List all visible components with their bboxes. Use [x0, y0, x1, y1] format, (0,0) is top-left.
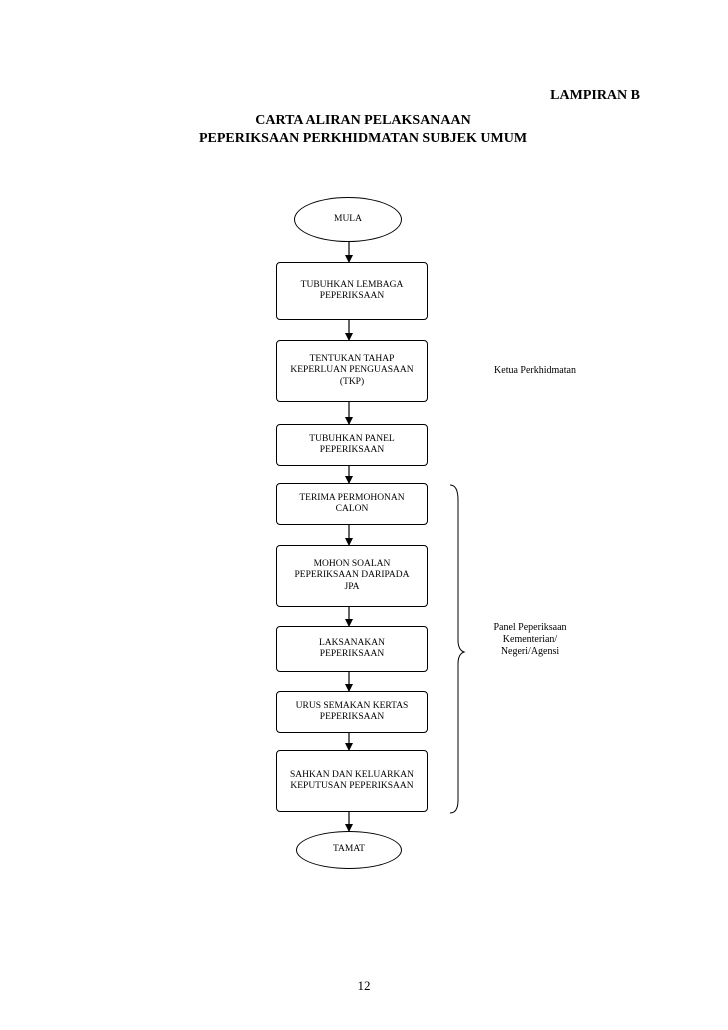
start-terminal: MULA [294, 197, 402, 242]
step-tubuhkan-lembaga: TUBUHKAN LEMBAGA PEPERIKSAAN [276, 262, 428, 320]
step-laksanakan: LAKSANAKAN PEPERIKSAAN [276, 626, 428, 672]
appendix-label: LAMPIRAN B [550, 88, 640, 103]
page-title-line-2: PEPERIKSAAN PERKHIDMATAN SUBJEK UMUM [198, 131, 528, 146]
step-terima-permohonan: TERIMA PERMOHONAN CALON [276, 483, 428, 525]
step-sahkan-keputusan: SAHKAN DAN KELUARKAN KEPUTUSAN PEPERIKSA… [276, 750, 428, 812]
responsible-label-upper: Ketua Perkhidmatan [494, 365, 576, 376]
step-mohon-soalan: MOHON SOALAN PEPERIKSAAN DARIPADA JPA [276, 545, 428, 607]
step-urus-semakan: URUS SEMAKAN KERTAS PEPERIKSAAN [276, 691, 428, 733]
step-tentukan-tkp: TENTUKAN TAHAP KEPERLUAN PENGUASAAN (TKP… [276, 340, 428, 402]
end-terminal: TAMAT [296, 831, 402, 869]
page-title-line-1: CARTA ALIRAN PELAKSANAAN [255, 113, 471, 128]
responsible-label-lower: Panel Peperiksaan Kementerian/ Negeri/Ag… [493, 622, 567, 657]
step-tubuhkan-panel: TUBUHKAN PANEL PEPERIKSAAN [276, 424, 428, 466]
page-number: 12 [357, 978, 371, 993]
grouping-brace [449, 484, 466, 814]
